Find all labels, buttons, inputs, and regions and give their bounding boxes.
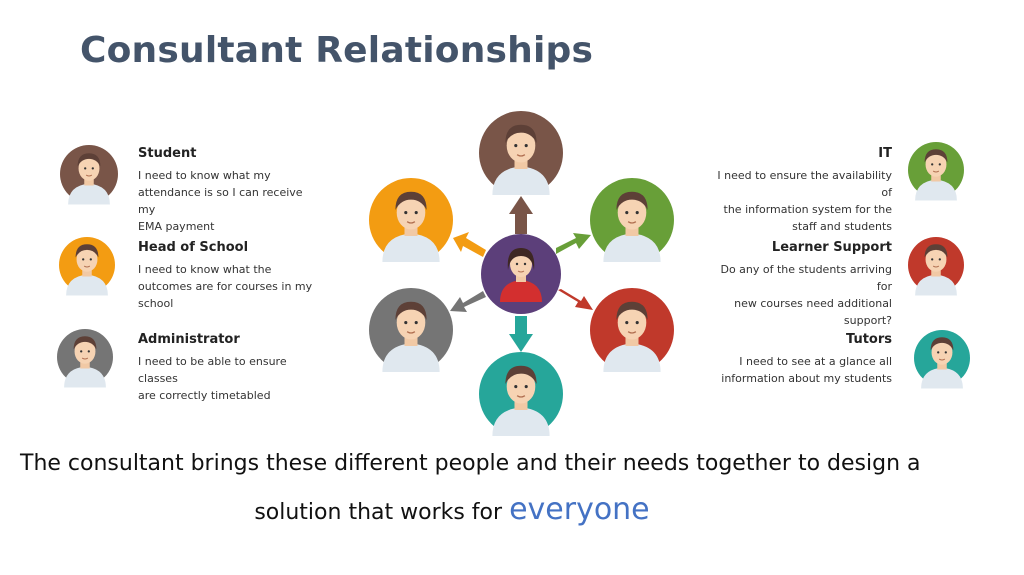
persona-need: I need to be able to ensure classes are … <box>138 355 287 402</box>
footer-highlight: everyone <box>509 492 650 527</box>
persona-name: IT <box>878 146 892 161</box>
consultant-hub-icon <box>481 234 561 314</box>
persona-name: Head of School <box>138 240 249 255</box>
footer-line-2: solution that works for everyone <box>0 492 964 527</box>
admin-avatar-icon <box>57 329 113 388</box>
arrow-to-tutors <box>509 316 533 352</box>
learner-support-avatar-icon <box>908 237 964 296</box>
head-avatar-icon <box>59 237 115 296</box>
it-avatar-icon <box>908 142 964 201</box>
student-node-icon <box>479 111 563 196</box>
persona-name: Administrator <box>138 332 240 347</box>
arrow-to-learner <box>558 289 593 310</box>
persona-need: I need to know what my attendance is so … <box>138 169 303 233</box>
student-avatar-icon <box>60 145 118 205</box>
persona-learner-support: Learner Support Do any of the students a… <box>712 240 892 329</box>
tutor-avatar-icon <box>914 330 970 389</box>
persona-tutors: Tutors I need to see at a glance all inf… <box>712 332 892 387</box>
footer-line-2-text: solution that works for <box>254 500 503 525</box>
head-node-icon <box>369 178 453 263</box>
persona-need: I need to see at a glance all informatio… <box>721 355 892 385</box>
footer-line-1: The consultant brings these different pe… <box>20 451 921 476</box>
persona-name: Tutors <box>846 332 892 347</box>
arrow-to-head <box>453 232 486 257</box>
persona-name: Student <box>138 146 197 161</box>
persona-head-of-school: Head of School I need to know what the o… <box>138 240 318 312</box>
persona-name: Learner Support <box>771 240 892 255</box>
persona-need: I need to ensure the availability of the… <box>717 169 892 233</box>
persona-administrator: Administrator I need to be able to ensur… <box>138 332 318 404</box>
arrow-to-it <box>556 233 591 254</box>
persona-need: Do any of the students arriving for new … <box>720 263 892 327</box>
admin-node-icon <box>369 288 453 373</box>
page-title: Consultant Relationships <box>80 30 594 71</box>
learner-node-icon <box>590 288 674 373</box>
arrow-to-student <box>509 196 533 234</box>
persona-it: IT I need to ensure the availability of … <box>712 146 892 235</box>
persona-student: Student I need to know what my attendanc… <box>138 146 318 235</box>
tutors-node-icon <box>479 352 563 437</box>
it-node-icon <box>590 178 674 263</box>
arrow-to-admin <box>450 291 486 312</box>
persona-need: I need to know what the outcomes are for… <box>138 263 313 310</box>
